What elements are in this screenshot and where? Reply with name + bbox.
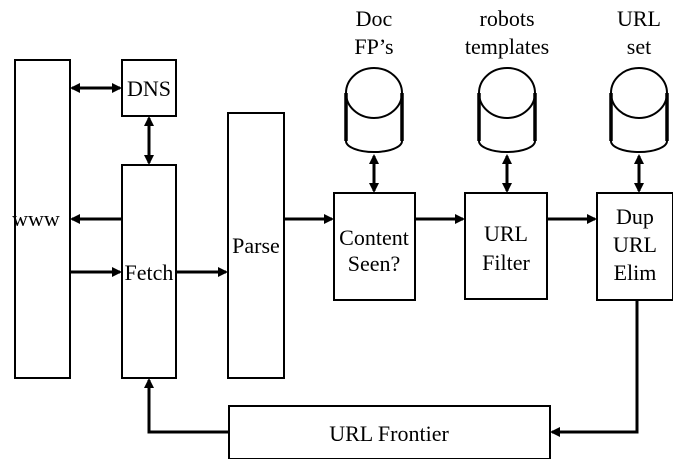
doc-fps-label-line1: Doc: [356, 6, 393, 31]
dup-elim-to-frontier-arrow: [550, 300, 639, 437]
robots-label-line2: templates: [465, 34, 549, 59]
robots-label-line1: robots: [480, 6, 535, 31]
url-frontier-label: URL Frontier: [329, 421, 449, 446]
dup-url-elim-box: [596, 192, 673, 301]
content-seen-box: [333, 192, 416, 301]
dup-url-elim-label-line2: URL: [613, 232, 657, 257]
doc-fps-store-icon: [344, 67, 404, 153]
content-seen-label-line1: Content: [339, 225, 409, 250]
url-filter-label-line1: URL: [484, 221, 528, 246]
url-filter-box: [464, 192, 548, 300]
www-box: [14, 59, 71, 379]
dup-url-elim-label-line3: Elim: [614, 260, 657, 285]
url-filter-label-line2: Filter: [482, 250, 530, 275]
robots-templates-store-icon: [477, 67, 537, 153]
frontier-to-fetch-arrow: [144, 378, 229, 434]
url-set-label-line1: URL: [617, 6, 661, 31]
url-set-label-line2: set: [627, 34, 651, 59]
dns-label: DNS: [127, 76, 171, 101]
parse-box: [227, 112, 285, 379]
url-set-store-icon: [609, 67, 669, 153]
content-seen-label-line2: Seen?: [348, 251, 401, 276]
www-label: www: [12, 206, 60, 231]
fetch-label: Fetch: [125, 260, 174, 285]
parse-label: Parse: [232, 233, 280, 258]
doc-fps-label-line2: FP’s: [354, 34, 393, 59]
dup-url-elim-label-line1: Dup: [616, 204, 654, 229]
